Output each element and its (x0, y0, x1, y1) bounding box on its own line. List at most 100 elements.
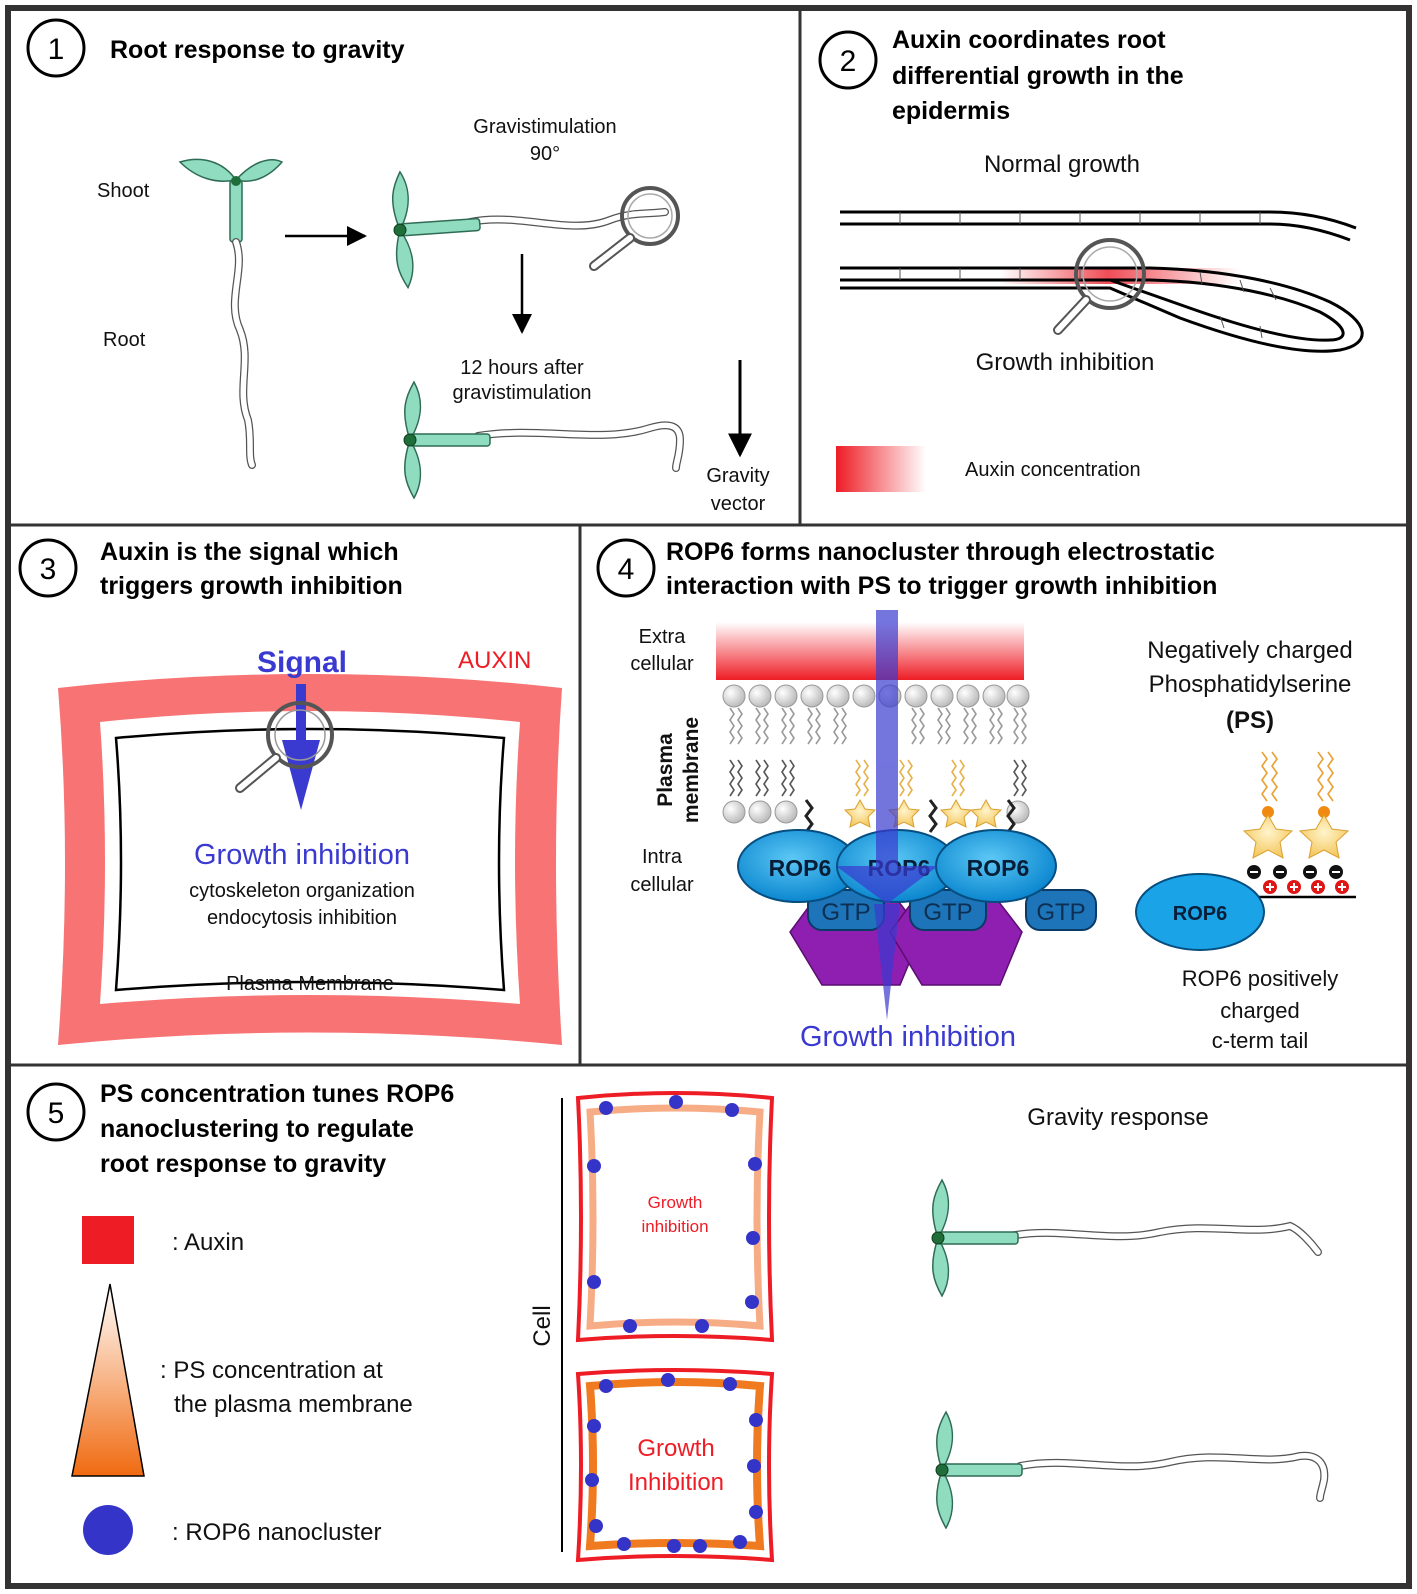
panel-1: 1 Root response to gravity Shoot Root Gr… (26, 18, 770, 515)
label-plasma-membrane: Plasma Membrane (226, 973, 394, 995)
legend-rop6-label: : ROP6 nanocluster (172, 1519, 381, 1546)
signal-arrow-shaft (296, 684, 306, 750)
label-rop6-positively: ROP6 positively (1182, 966, 1339, 991)
legend-ps-label-line1: : PS concentration at (160, 1357, 383, 1384)
cell-interior (100, 711, 520, 1004)
panel-4-title-line1: ROP6 forms nanocluster through electrost… (666, 538, 1215, 566)
seedling-upright (178, 158, 284, 469)
signal-arrow-p4 (836, 610, 938, 1020)
label-signal: Signal (257, 646, 347, 679)
legend-ps-label-line2: the plasma membrane (174, 1391, 413, 1418)
panel-5-title-line3: root response to gravity (100, 1150, 386, 1178)
cell-low-ps: Growth inhibition (575, 1091, 775, 1343)
magnifier-icon (235, 701, 334, 793)
label-auxin-concentration: Auxin concentration (965, 459, 1141, 481)
panel-3: 3 Auxin is the signal which triggers gro… (18, 538, 562, 1045)
label-plasma: Plasma (654, 733, 677, 807)
response-seedling-2 (935, 1411, 1329, 1529)
label-charged: charged (1220, 998, 1300, 1023)
seedling-bent (403, 381, 685, 499)
rop6-label-3: ROP6 (967, 855, 1030, 881)
lipid-bilayer (722, 684, 1030, 833)
panel-1-number: 1 (48, 33, 65, 66)
label-growth-inhibition-p4: Growth inhibition (800, 1021, 1016, 1053)
rop6-single-label: ROP6 (1173, 903, 1227, 925)
cell2-label-line2: Inhibition (628, 1469, 724, 1496)
panel-2: 2 Auxin coordinates root differential gr… (818, 26, 1364, 492)
panel-3-title-line2: triggers growth inhibition (100, 572, 403, 600)
label-gravity: Gravity (706, 465, 769, 487)
label-normal-growth: Normal growth (984, 151, 1140, 178)
panel-3-number-circle (18, 538, 78, 598)
magnifier-icon (1053, 238, 1146, 335)
magnifier-icon (589, 186, 680, 271)
legend-auxin-square (82, 1216, 134, 1264)
label-ps: (PS) (1226, 707, 1274, 734)
panel-2-title-line2: differential growth in the (892, 62, 1184, 90)
label-auxin: AUXIN (458, 647, 531, 674)
root-normal (840, 210, 1357, 242)
label-intracellular: cellular (630, 874, 694, 896)
panel-5-title-line1: PS concentration tunes ROP6 (100, 1080, 454, 1108)
label-membrane: membrane (680, 717, 703, 823)
auxin-gradient-legend (836, 446, 926, 492)
panel-4-title-line2: interaction with PS to trigger growth in… (666, 572, 1217, 600)
legend-rop6-dot (83, 1505, 133, 1555)
panel-1-number-circle (26, 18, 86, 78)
extracellular-auxin-band (716, 622, 1024, 680)
label-root: Root (103, 329, 146, 351)
legend-ps-triangle (71, 1283, 145, 1477)
label-extra: Extra (639, 626, 687, 648)
positive-charges (1263, 880, 1349, 894)
label-phosphatidylserine: Phosphatidylserine (1149, 671, 1352, 698)
gtp-label-1: GTP (821, 899, 870, 926)
outer-frame (5, 5, 1412, 1589)
panel-2-title-line3: epidermis (892, 97, 1010, 125)
rop6-label-1: ROP6 (769, 855, 832, 881)
label-growth-inhibition-p3: Growth inhibition (194, 839, 410, 871)
gtp-label-3: GTP (1036, 899, 1085, 926)
ps-lipids (1242, 751, 1350, 879)
label-vector: vector (711, 493, 766, 515)
label-after-gravistimulation: gravistimulation (453, 382, 592, 404)
label-extracellular: cellular (630, 653, 694, 675)
panel-2-number-circle (818, 30, 878, 90)
panel-5-title-line2: nanoclustering to regulate (100, 1115, 414, 1143)
cell-high-ps: Growth Inhibition (575, 1368, 775, 1563)
label-c-term-tail: c-term tail (1212, 1028, 1309, 1053)
root-bent (840, 266, 1364, 353)
gtp-group: GTP GTP GTP (807, 889, 1097, 931)
label-90-degrees: 90° (530, 143, 560, 165)
panel-4: 4 ROP6 forms nanocluster through electro… (596, 538, 1356, 1053)
rop6-single (1135, 873, 1265, 951)
plasma-membrane-line (114, 727, 506, 992)
panel-2-number: 2 (840, 45, 857, 78)
cell1-label-line1: Growth (648, 1193, 703, 1212)
cell1-label-line2: inhibition (641, 1217, 708, 1236)
legend-auxin-label: : Auxin (172, 1229, 244, 1256)
seedling-gravistimulated (389, 165, 669, 290)
label-cell: Cell (529, 1305, 556, 1346)
panel-5-number-circle (26, 1082, 86, 1142)
label-gravistimulation: Gravistimulation (473, 116, 616, 138)
panel-5: 5 PS concentration tunes ROP6 nanocluste… (26, 1080, 1329, 1563)
label-gravity-response: Gravity response (1027, 1104, 1208, 1131)
panel-4-number-circle (596, 538, 656, 598)
label-intra: Intra (642, 846, 683, 868)
label-shoot: Shoot (97, 180, 150, 202)
label-negatively-charged: Negatively charged (1147, 637, 1352, 664)
label-12-hours: 12 hours after (460, 357, 584, 379)
panel-1-title: Root response to gravity (110, 36, 405, 64)
panel-5-number: 5 (48, 1097, 65, 1130)
panel-3-number: 3 (40, 553, 57, 586)
label-growth-inhibition-p2: Growth inhibition (976, 349, 1155, 376)
label-endocytosis: endocytosis inhibition (207, 907, 397, 929)
response-seedling-1 (931, 1179, 1322, 1297)
cell2-label-line1: Growth (637, 1435, 714, 1462)
panel-3-title-line1: Auxin is the signal which (100, 538, 399, 566)
panel-2-title-line1: Auxin coordinates root (892, 26, 1166, 54)
gtp-label-2: GTP (923, 899, 972, 926)
label-cytoskeleton: cytoskeleton organization (189, 880, 415, 902)
